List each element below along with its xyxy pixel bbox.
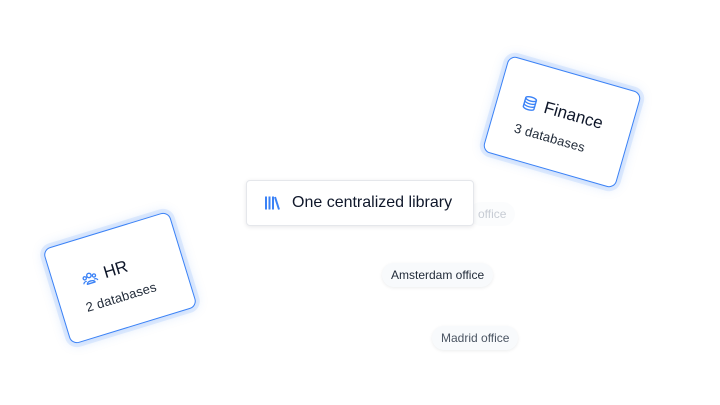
office-pill-madrid[interactable]: Madrid office [432, 326, 519, 350]
users-group-icon [80, 268, 100, 288]
hr-card-header: HR [79, 248, 159, 290]
library-books-icon [264, 195, 280, 211]
finance-card-title: Finance [541, 97, 606, 133]
office-pill-amsterdam[interactable]: Amsterdam office [382, 263, 494, 287]
centralized-library-label: One centralized library [292, 194, 453, 211]
office-pill-faded[interactable]: office [469, 202, 516, 226]
centralized-library-card[interactable]: One centralized library [246, 180, 474, 226]
hr-card-title: HR [101, 256, 131, 283]
finance-database-card[interactable]: Finance 3 databases [481, 54, 643, 190]
hr-database-card[interactable]: HR 2 databases [42, 210, 198, 346]
finance-card-header: Finance [519, 92, 609, 135]
database-icon [520, 94, 540, 114]
